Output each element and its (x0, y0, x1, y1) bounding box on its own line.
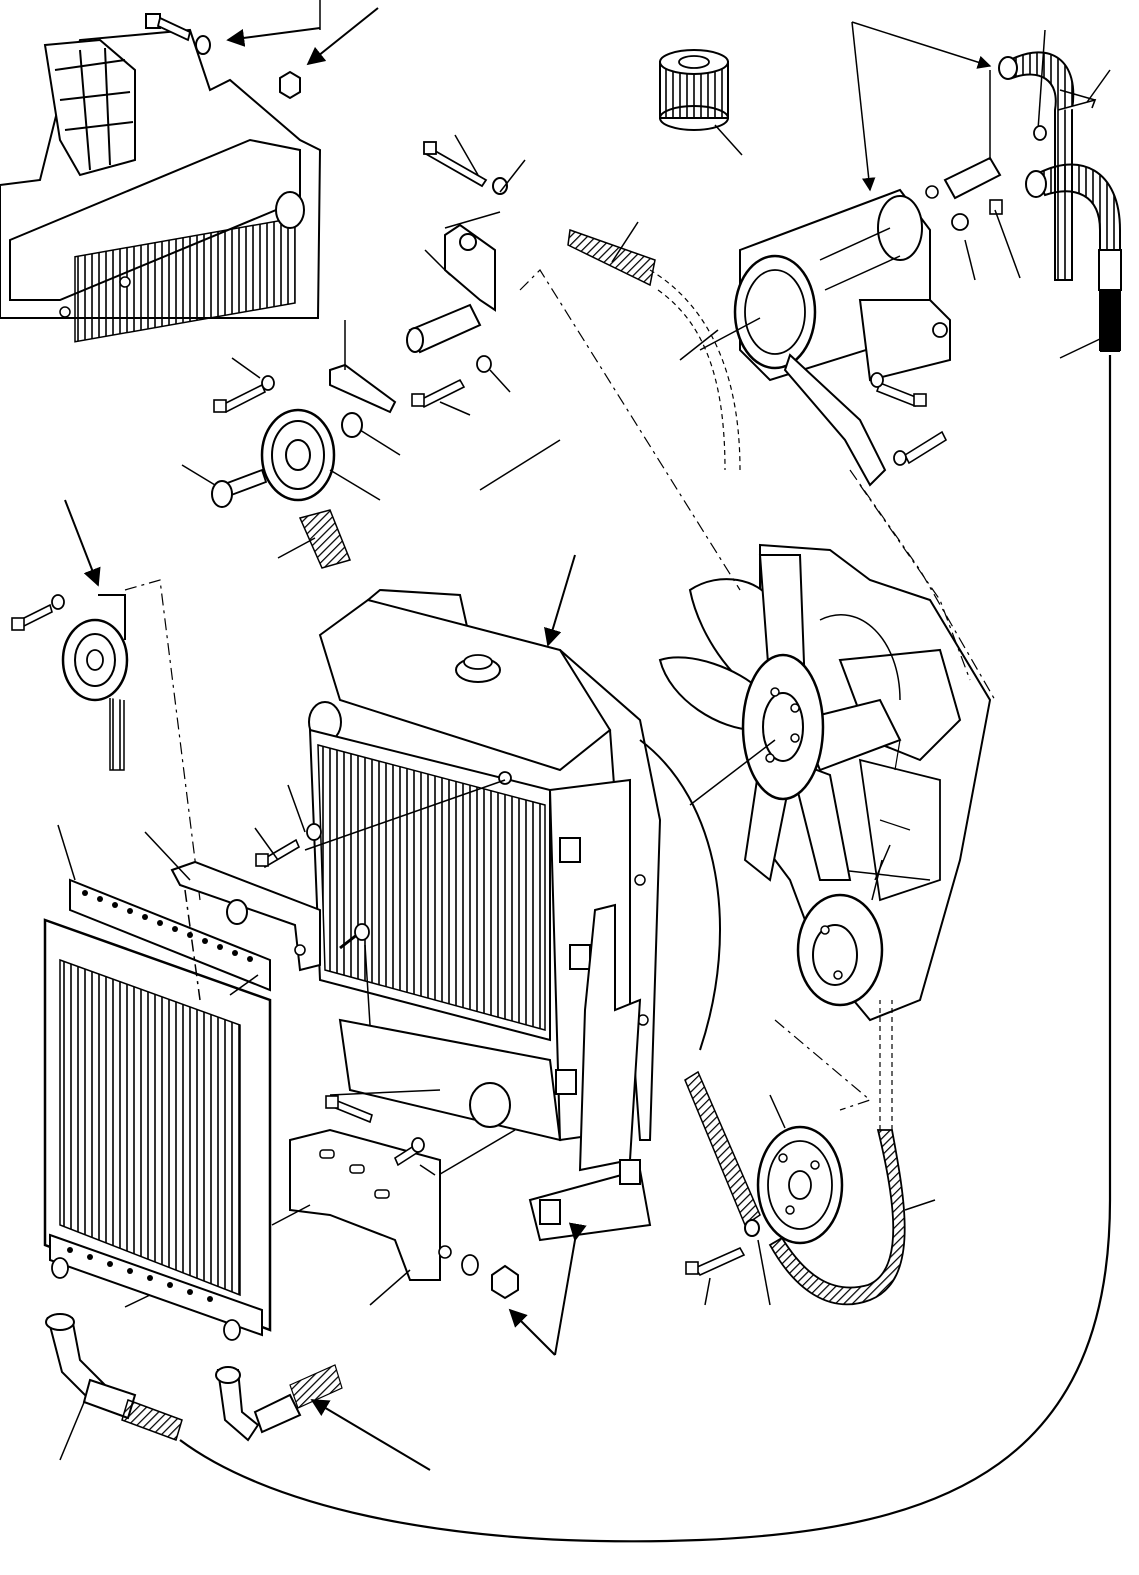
hose-leader (1059, 337, 1103, 359)
engine-fan (658, 554, 902, 882)
receiver-drier (659, 49, 743, 156)
leader-lines-cooler (57, 784, 436, 1308)
v-belt-upper (567, 221, 741, 471)
detail-inset (0, 28, 322, 343)
filler-cap-icon (455, 654, 501, 683)
oil-cooler (43, 878, 272, 1341)
refrigerant-line (179, 355, 1112, 1543)
lower-pulley (684, 1000, 906, 1306)
ac-compressor (733, 156, 1003, 487)
leader-lines-idler (181, 134, 561, 559)
grille-icon (43, 38, 136, 177)
leader-lines-lower (704, 1094, 936, 1306)
hoses-upper (998, 51, 1122, 352)
bolt-icon (145, 13, 211, 55)
phantom-lines (519, 269, 996, 1111)
leader-lines-compressor (699, 21, 1111, 351)
cooler-bracket-lower (289, 1095, 519, 1300)
crank-pulley-on-engine (796, 844, 891, 1007)
cooler-bracket-upper (170, 823, 370, 972)
idler-pulley-assembly (211, 141, 508, 569)
cooler-hoses (45, 1313, 431, 1471)
aux-pulley (11, 499, 201, 901)
leader-lines-radiator (304, 554, 587, 1356)
inset-fasteners (145, 0, 379, 100)
nut-icon (279, 70, 301, 100)
pulley-icon (260, 408, 363, 502)
